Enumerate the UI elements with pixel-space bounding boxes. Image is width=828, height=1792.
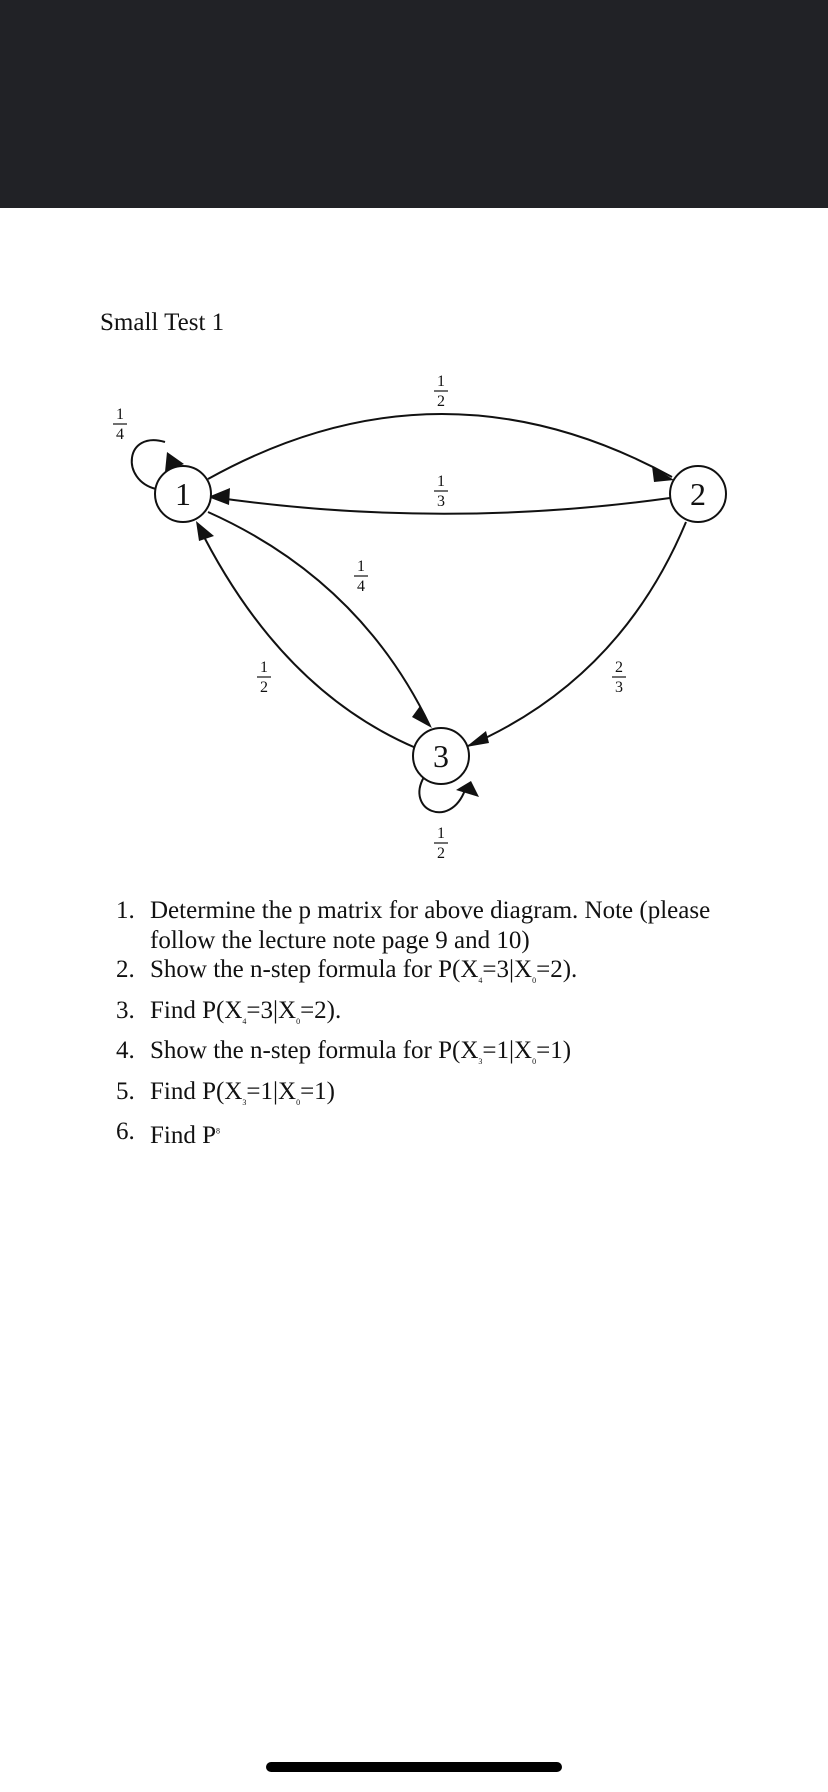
svg-text:1: 1 — [437, 373, 445, 390]
question-item: 4. Show the n-step formula for P(X3=1|X0… — [116, 1036, 736, 1077]
question-text: Find P(X3=1|X0=1) — [150, 1077, 335, 1107]
question-number: 3. — [116, 996, 135, 1024]
top-bar — [0, 0, 828, 208]
edge-1-to-2 — [207, 413, 673, 480]
edge-1-to-3 — [207, 511, 431, 727]
arrow-head-2-to-1 — [208, 488, 230, 505]
edge-label-3-to-3: 1 2 — [434, 825, 448, 862]
edge-2-to-1 — [211, 496, 671, 515]
edge-3-to-1 — [197, 524, 417, 749]
svg-text:1: 1 — [437, 825, 445, 842]
node-1: 1 — [154, 465, 212, 523]
edge-label-1-to-1: 1 4 — [113, 406, 127, 443]
arrow-head-1-to-3 — [412, 706, 432, 728]
question-number: 1. — [116, 897, 135, 924]
edge-label-3-to-1: 1 2 — [257, 659, 271, 696]
svg-text:2: 2 — [437, 845, 445, 862]
arrow-head-3-to-3 — [456, 781, 479, 797]
question-text: Find P(X4=3|X0=2). — [150, 996, 342, 1026]
svg-text:1: 1 — [260, 659, 268, 676]
question-text: Find P8 — [150, 1122, 221, 1150]
svg-text:2: 2 — [690, 476, 706, 512]
question-item: 1. Determine the p matrix for above diag… — [116, 896, 736, 955]
node-3: 3 — [412, 727, 470, 785]
edge-label-1-to-3: 1 4 — [354, 558, 368, 595]
question-number: 4. — [116, 1037, 135, 1064]
question-item: 2. Show the n-step formula for P(X4=3|X0… — [116, 955, 736, 996]
edge-label-2-to-1: 1 3 — [434, 473, 448, 510]
question-text: Show the n-step formula for P(X4=3|X0=2)… — [150, 956, 578, 985]
node-2: 2 — [669, 465, 727, 523]
question-list: 1. Determine the p matrix for above diag… — [116, 896, 736, 1151]
svg-text:3: 3 — [437, 493, 445, 510]
svg-text:1: 1 — [437, 473, 445, 490]
question-item: 6. Find P8 — [116, 1117, 736, 1151]
question-text: Show the n-step formula for P(X3=1|X0=1) — [150, 1037, 572, 1066]
svg-text:1: 1 — [116, 406, 124, 423]
edge-label-1-to-2: 1 2 — [434, 373, 448, 410]
arrow-head-2-to-3 — [466, 731, 489, 747]
question-item: 5. Find P(X3=1|X0=1) — [116, 1077, 736, 1118]
question-item: 3. Find P(X4=3|X0=2). — [116, 996, 736, 1037]
svg-text:2: 2 — [615, 659, 623, 676]
edge-3-to-3 — [418, 776, 466, 814]
arrow-head-1-to-1 — [165, 452, 184, 472]
svg-text:3: 3 — [615, 679, 623, 696]
home-indicator[interactable] — [266, 1762, 562, 1772]
question-number: 6. — [116, 1118, 135, 1145]
edge-1-to-1 — [130, 439, 166, 490]
edge-label-2-to-3: 2 3 — [612, 659, 626, 696]
svg-text:4: 4 — [116, 426, 124, 443]
svg-text:3: 3 — [433, 738, 449, 774]
document-title: Small Test 1 — [100, 309, 225, 336]
edge-2-to-3 — [467, 521, 687, 747]
question-number: 5. — [116, 1077, 135, 1105]
svg-text:2: 2 — [437, 393, 445, 410]
question-number: 2. — [116, 956, 135, 983]
arrow-head-3-to-1 — [196, 521, 214, 541]
svg-text:4: 4 — [357, 578, 365, 595]
svg-text:1: 1 — [357, 558, 365, 575]
svg-text:2: 2 — [260, 679, 268, 696]
question-text: Determine the p matrix for above diagram… — [150, 897, 711, 954]
markov-chain-diagram: 1 2 3 1 4 1 2 1 3 1 4 1 2 2 3 1 2 — [113, 373, 727, 862]
arrow-head-1-to-2 — [652, 466, 674, 482]
svg-text:1: 1 — [175, 476, 191, 512]
